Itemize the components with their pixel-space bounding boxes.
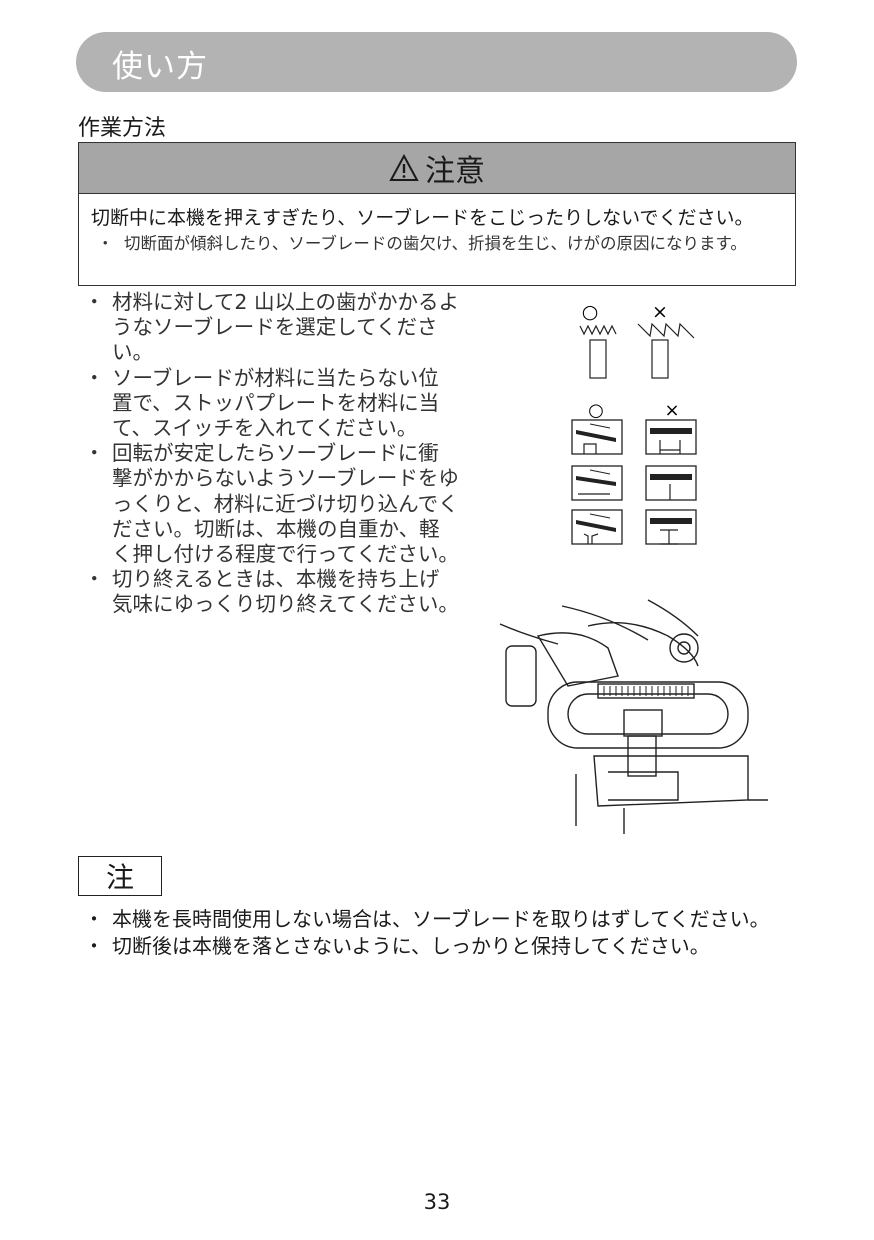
step-text: 回転が安定したらソーブレードに衝撃がかからないようソーブレードをゆっくりと、材料… [112, 441, 459, 567]
step-list: ・ 材料に対して2 山以上の歯がかかるようなソーブレードを選定してください。 ・… [84, 290, 459, 618]
battery-pack [505, 645, 537, 707]
list-item: ・ ソーブレードが材料に当たらない位置で、ストッパプレートを材料に当て、スイッチ… [84, 366, 459, 442]
bad-ibeam-icon [645, 509, 697, 545]
page-title-bar: 使い方 [76, 32, 797, 92]
page-number: 33 [423, 1190, 451, 1214]
wheel-knob [669, 633, 699, 663]
caution-label: 注意 [425, 154, 485, 189]
blade-orientation-figure: ○ × [571, 400, 697, 545]
bad-tee-icon [645, 465, 697, 501]
band-frame-inner [567, 693, 729, 735]
stopper-plate [623, 709, 663, 737]
note-text: 本機を長時間使用しない場合は、ソーブレードを取りはずしてください。 [112, 907, 770, 931]
good-rail-icon [571, 509, 623, 545]
bad-mark: × [652, 301, 668, 323]
list-item: ・ 切り終えるときは、本機を持ち上げ気味にゆっくり切り終えてください。 [84, 567, 459, 617]
note-label-box: 注 [78, 856, 162, 896]
band-frame [547, 681, 749, 749]
good-flat-bar-icon [571, 465, 623, 501]
motor-housing [587, 622, 699, 667]
note-text: 切断後は本機を落とさないように、しっかりと保持してください。 [112, 934, 710, 958]
bullet: ・ [84, 441, 105, 466]
caution-box: 注意 切断中に本機を押えすぎたり、ソーブレードをこじったりしないでください。 ・… [78, 142, 796, 286]
caution-header: 注意 [79, 143, 795, 194]
wheel-knob-center [677, 641, 691, 655]
bullet: ・ [97, 234, 114, 253]
vise-jaw [608, 771, 679, 801]
warning-triangle-icon [389, 154, 419, 181]
band-saw-illustration [499, 599, 768, 834]
good-pipe-icon [571, 419, 623, 455]
teeth-count-figure: ○ × [579, 301, 695, 379]
bullet: ・ [84, 934, 104, 958]
step-text: ソーブレードが材料に当たらない位置で、ストッパプレートを材料に当て、スイッチを入… [112, 365, 440, 441]
caution-sub-item: ・ 切断面が傾斜したり、ソーブレードの歯欠け、折損を生じ、けがの原因になります。 [97, 231, 787, 256]
bullet: ・ [84, 907, 104, 931]
section-heading: 作業方法 [78, 116, 167, 141]
fine-teeth-icon [579, 324, 617, 379]
sleeve-line-upper [561, 605, 649, 641]
vise-base [593, 755, 749, 807]
note-label: 注 [105, 861, 134, 894]
bad-mark: × [664, 400, 679, 421]
page-title: 使い方 [112, 49, 208, 85]
step-text: 切り終えるときは、本機を持ち上げ気味にゆっくり切り終えてください。 [112, 567, 459, 617]
list-item: ・ 材料に対して2 山以上の歯がかかるようなソーブレードを選定してください。 [84, 290, 459, 366]
bad-channel-icon [645, 419, 697, 455]
good-mark: ○ [582, 301, 599, 323]
bullet: ・ [84, 365, 105, 390]
note-list: ・ 本機を長時間使用しない場合は、ソーブレードを取りはずしてください。 ・ 切断… [84, 906, 804, 960]
good-mark: ○ [588, 400, 604, 421]
list-item: ・ 本機を長時間使用しない場合は、ソーブレードを取りはずしてください。 [84, 906, 804, 933]
list-item: ・ 回転が安定したらソーブレードに衝撃がかからないようソーブレードをゆっくりと、… [84, 441, 459, 567]
step-text: 材料に対して2 山以上の歯がかかるようなソーブレードを選定してください。 [112, 290, 459, 365]
sleeve-line-left [499, 623, 559, 645]
caution-main-text: 切断中に本機を押えすぎたり、ソーブレードをこじったりしないでください。 [91, 207, 754, 229]
sleeve-line-right [647, 599, 699, 637]
coarse-teeth-icon [637, 322, 695, 379]
list-item: ・ 切断後は本機を落とさないように、しっかりと保持してください。 [84, 933, 804, 960]
bullet: ・ [84, 290, 105, 314]
caution-sub-text: 切断面が傾斜したり、ソーブレードの歯欠け、折損を生じ、けがの原因になります。 [124, 234, 747, 253]
gloved-hand [536, 632, 619, 687]
saw-blade-guard [597, 683, 695, 699]
bullet: ・ [84, 567, 105, 592]
